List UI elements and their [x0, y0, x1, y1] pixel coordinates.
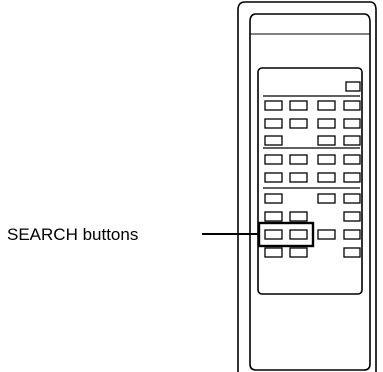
remote-button: [264, 135, 283, 146]
remote-button: [343, 229, 361, 240]
remote-button: [264, 154, 283, 165]
remote-button: [317, 193, 336, 204]
remote-button: [317, 154, 336, 165]
power-button: [345, 81, 361, 92]
remote-button: [264, 172, 283, 183]
remote-button: [343, 211, 361, 222]
remote-button: [343, 118, 361, 129]
remote-button: [317, 135, 336, 146]
remote-button: [289, 118, 308, 129]
remote-button: [264, 100, 283, 111]
remote-button: [289, 247, 308, 258]
remote-button: [343, 172, 361, 183]
search-button-right: [289, 229, 308, 240]
remote-button: [289, 172, 308, 183]
remote-button: [264, 193, 283, 204]
panel-dividers: [263, 95, 360, 189]
remote-button: [343, 247, 361, 258]
remote-button: [264, 247, 283, 258]
remote-button: [343, 135, 361, 146]
remote-button: [317, 229, 336, 240]
search-button-left: [264, 229, 283, 240]
remote-button: [289, 211, 308, 222]
remote-button: [289, 100, 308, 111]
remote-button: [264, 211, 283, 222]
remote-button: [343, 193, 361, 204]
remote-button: [264, 118, 283, 129]
remote-button: [343, 100, 361, 111]
remote-button: [317, 118, 336, 129]
remote-button: [343, 154, 361, 165]
remote-buttons: [264, 81, 361, 258]
remote-button: [289, 154, 308, 165]
remote-body: [237, 1, 377, 372]
callout-label: SEARCH buttons: [7, 225, 138, 244]
remote-button: [317, 172, 336, 183]
remote-button: [317, 100, 336, 111]
